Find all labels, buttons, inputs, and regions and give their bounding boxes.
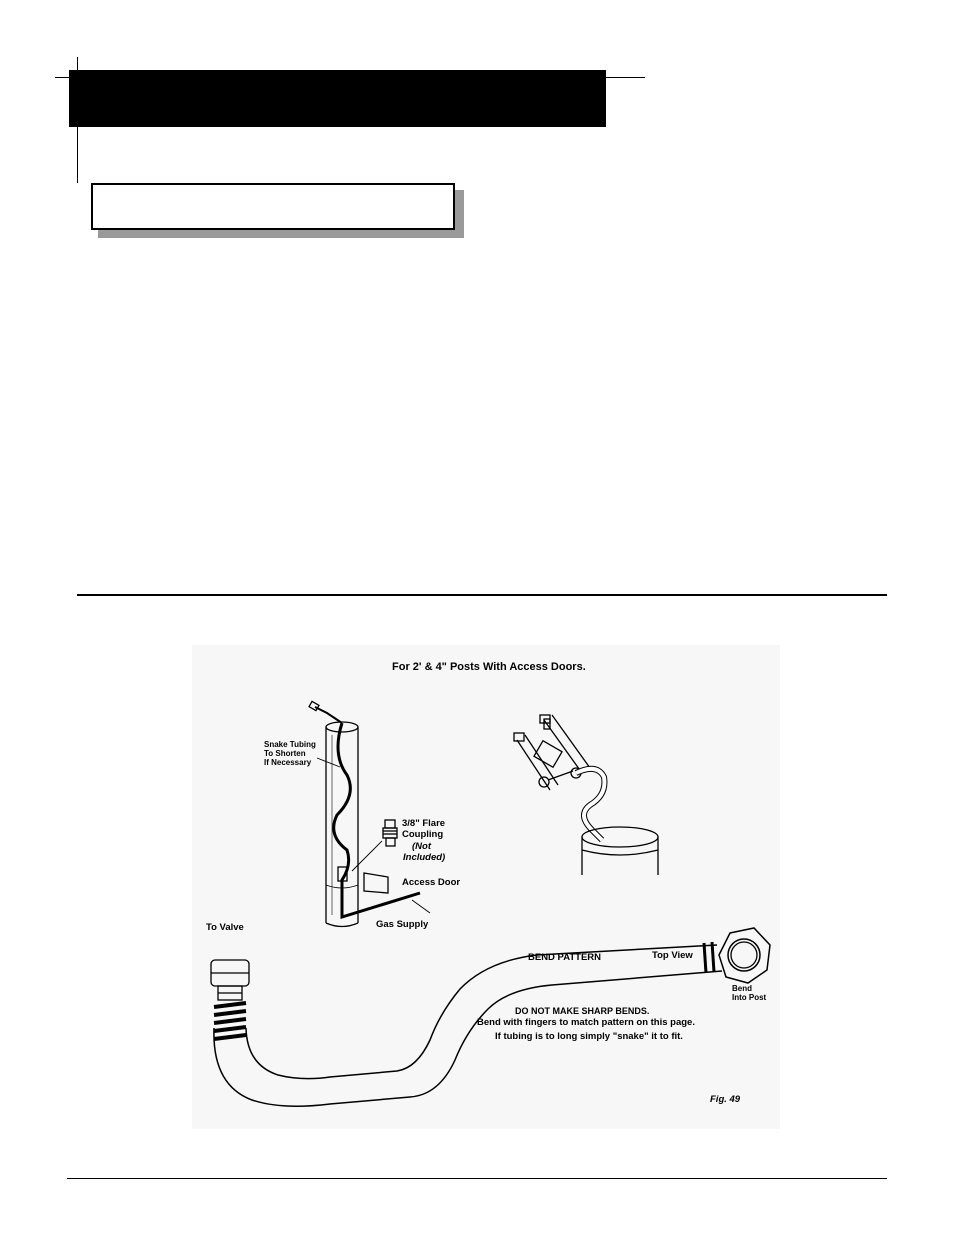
header-bar	[69, 70, 606, 127]
valve-assembly-illustration	[513, 714, 659, 875]
instruction-line-2: If tubing is to long simply "snake" it t…	[495, 1031, 683, 1042]
post-illustration	[308, 700, 421, 928]
label-top-view: Top View	[652, 950, 693, 961]
figure-illustration	[210, 700, 771, 1107]
label-flare-coupling: 3/8" Flare Coupling	[402, 818, 446, 840]
label-access-door: Access Door	[402, 877, 461, 888]
figure-49: For 2' & 4" Posts With Access Doors. Sna…	[192, 645, 780, 1129]
bend-pattern-hose	[210, 927, 771, 1107]
label-gas-supply: Gas Supply	[376, 919, 429, 930]
warning-text: DO NOT MAKE SHARP BENDS.	[515, 1006, 650, 1016]
instruction-line-1: Bend with fingers to match pattern on th…	[477, 1017, 695, 1028]
flare-coupling-illustration	[351, 819, 398, 872]
label-snake-tubing: Snake Tubing To Shorten If Necessary	[264, 740, 316, 767]
figure-heading: For 2' & 4" Posts With Access Doors.	[392, 661, 586, 673]
label-to-valve: To Valve	[206, 922, 244, 933]
section-divider	[77, 594, 887, 596]
label-bend-into-post: Bend Into Post	[732, 984, 767, 1002]
figure-number: Fig. 49	[710, 1094, 741, 1105]
label-bend-pattern: BEND PATTERN	[528, 952, 602, 963]
footer-rule	[67, 1178, 887, 1179]
section-title-box	[91, 183, 455, 230]
label-not-included: (Not Included)	[403, 841, 446, 863]
